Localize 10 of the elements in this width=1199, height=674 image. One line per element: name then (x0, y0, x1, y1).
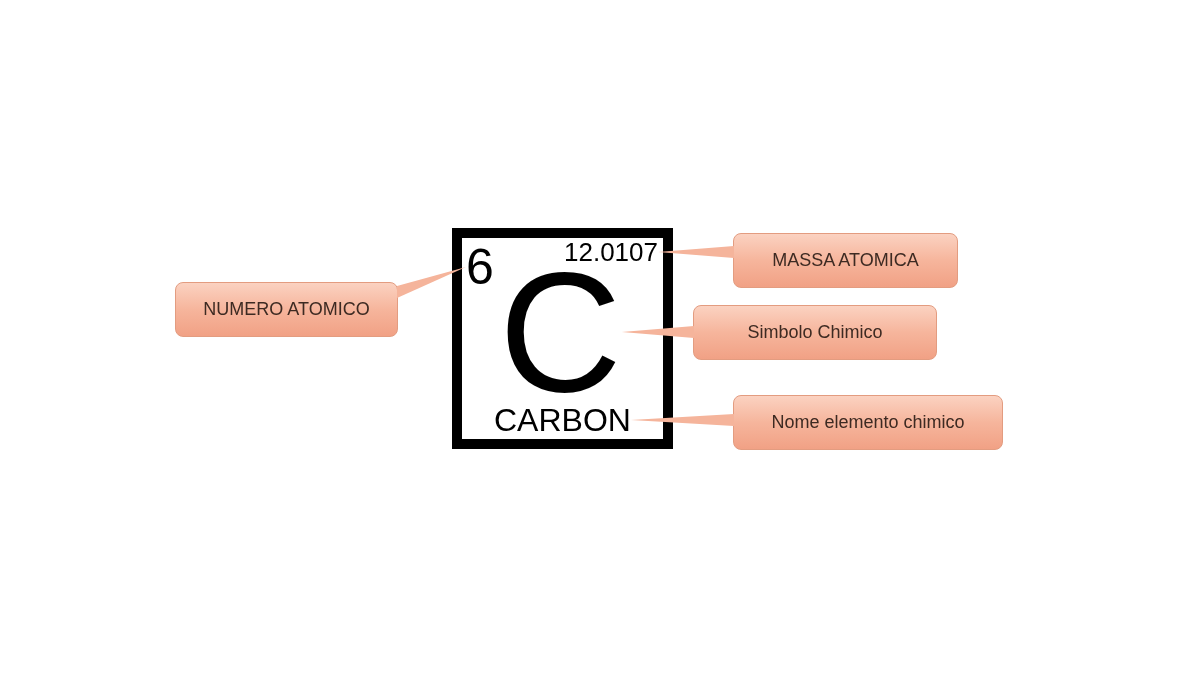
atomic-mass: 12.0107 (564, 241, 658, 263)
callout-bubble: NUMERO ATOMICO (175, 282, 398, 337)
element-symbol: C (499, 264, 622, 400)
callout-pointer (397, 267, 466, 298)
callout-bubble: MASSA ATOMICA (733, 233, 958, 288)
element-tile (452, 228, 673, 449)
atomic-number: 6 (466, 247, 494, 287)
element-name: CARBON (494, 406, 631, 434)
callout-bubble: Simbolo Chimico (693, 305, 937, 360)
callout-bubble: Nome elemento chimico (733, 395, 1003, 450)
